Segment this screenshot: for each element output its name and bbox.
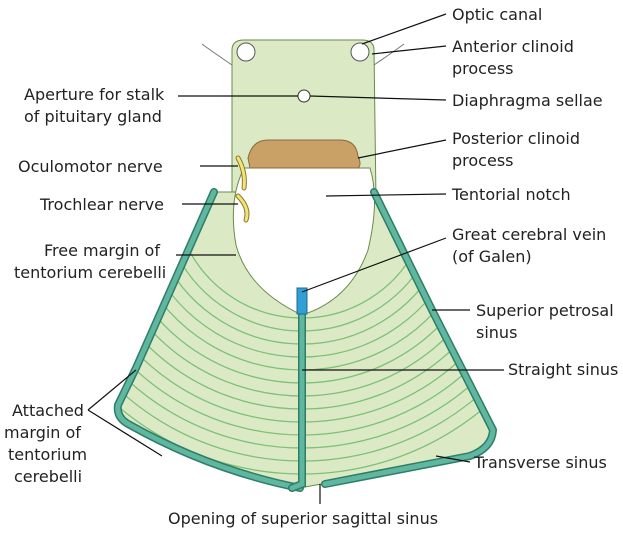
label-attached-1: Attached [12, 401, 84, 420]
label-free-margin-2: tentorium cerebelli [14, 263, 166, 282]
right-anterior-clinoid [351, 43, 369, 61]
label-trochlear: Trochlear nerve [39, 195, 164, 214]
label-opening-sagittal: Opening of superior sagittal sinus [168, 509, 438, 528]
label-aperture-1: Aperture for stalk [24, 85, 165, 104]
label-attached-2: margin of [4, 423, 81, 442]
label-posterior-clinoid-2: process [452, 151, 513, 170]
label-great-vein-2: (of Galen) [452, 247, 532, 266]
posterior-clinoid-bone [248, 140, 360, 168]
label-attached-4: cerebelli [14, 467, 82, 486]
label-diaphragma-sellae: Diaphragma sellae [452, 91, 603, 110]
label-free-margin-1: Free margin of [44, 241, 160, 260]
left-anterior-clinoid [237, 43, 255, 61]
label-aperture-2: of pituitary gland [24, 107, 162, 126]
label-sup-petrosal-1: Superior petrosal [476, 301, 614, 320]
label-tentorial-notch: Tentorial notch [451, 185, 571, 204]
label-straight-sinus: Straight sinus [508, 360, 618, 379]
label-attached-3: tentorium [8, 445, 87, 464]
label-anterior-clinoid-2: process [452, 59, 513, 78]
pituitary-aperture [298, 90, 310, 102]
label-posterior-clinoid-1: Posterior clinoid [452, 129, 580, 148]
label-anterior-clinoid-1: Anterior clinoid [452, 37, 574, 56]
label-transverse-sinus: Transverse sinus [473, 453, 607, 472]
label-optic-canal: Optic canal [452, 5, 542, 24]
label-oculomotor: Oculomotor nerve [18, 157, 163, 176]
label-great-vein-1: Great cerebral vein [452, 225, 606, 244]
label-sup-petrosal-2: sinus [476, 323, 517, 342]
